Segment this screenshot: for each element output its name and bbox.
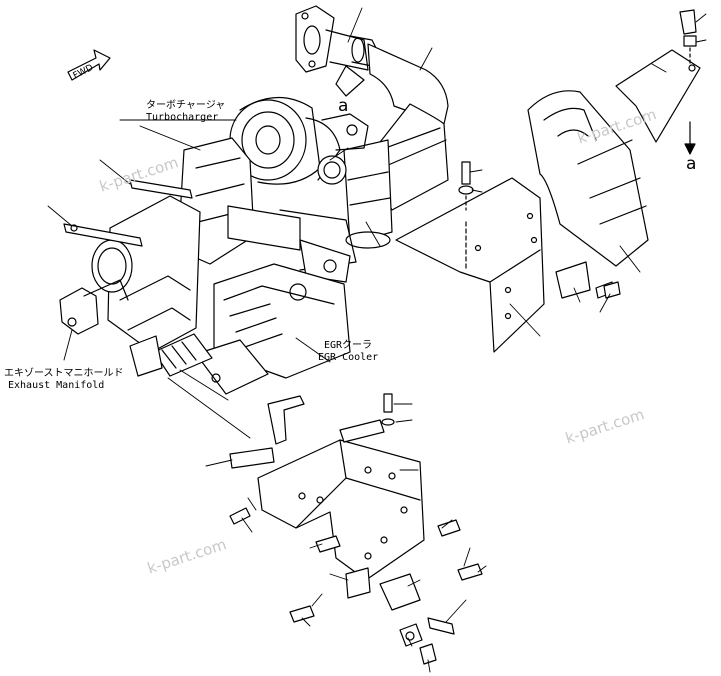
exhaust-manifold bbox=[59, 195, 201, 353]
egr-cooler bbox=[195, 263, 351, 395]
turbocharger-label-en: Turbocharger bbox=[146, 112, 219, 123]
lower-bolts bbox=[229, 281, 621, 635]
egr-lower-pipe bbox=[229, 395, 305, 469]
heat-cover-curved bbox=[527, 90, 649, 267]
reference-mark-a: a bbox=[338, 96, 349, 116]
fwd-arrow-icon bbox=[67, 49, 111, 81]
egr-cooler-label-jp: EGRクーラ bbox=[324, 340, 373, 351]
egr-cooler-label-en: EGR Cooler bbox=[318, 352, 379, 363]
lower-brackets bbox=[345, 567, 437, 665]
heat-shield-plate bbox=[395, 177, 545, 353]
turbocharger-label-jp: ターボチャージャ bbox=[146, 100, 226, 111]
egr-pipe-bellows bbox=[129, 333, 213, 377]
turbocharger bbox=[229, 96, 369, 185]
top-right-bracket bbox=[615, 9, 701, 155]
reference-mark-a: a bbox=[686, 154, 697, 174]
lower-bracket bbox=[257, 419, 425, 581]
exhaust-manifold-label-jp: エキゾーストマニホールド bbox=[4, 368, 124, 379]
exhaust-manifold-label-en: Exhaust Manifold bbox=[8, 380, 105, 391]
leader-lines bbox=[47, 7, 707, 673]
manifold-bracket bbox=[63, 179, 193, 247]
exhaust-outlet-flange bbox=[295, 5, 379, 73]
exhaust-pipe-vertical bbox=[343, 139, 393, 249]
